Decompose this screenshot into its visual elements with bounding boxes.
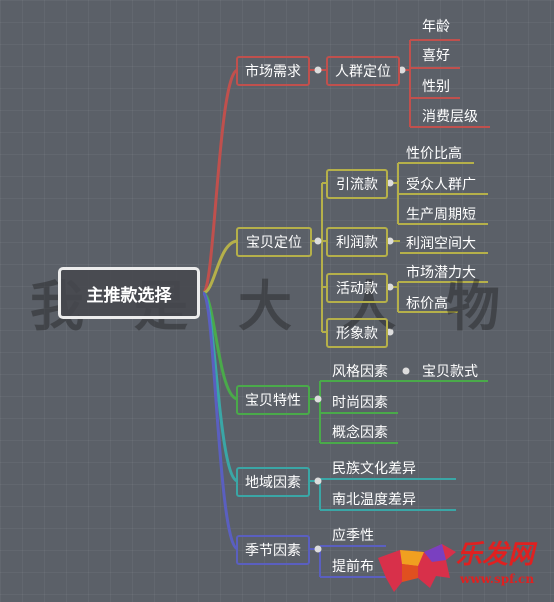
- leaf-fashion-factor[interactable]: 时尚因素: [332, 395, 388, 411]
- branch-market-demand[interactable]: 市场需求: [236, 56, 310, 86]
- leaf-market-potential[interactable]: 市场潜力大: [406, 265, 476, 281]
- leaf-gender[interactable]: 性别: [422, 79, 450, 95]
- leaf-large-profit[interactable]: 利润空间大: [406, 236, 476, 252]
- leaf-cost-effective[interactable]: 性价比高: [406, 146, 462, 162]
- leaf-wide-audience[interactable]: 受众人群广: [406, 177, 476, 193]
- leaf-preference[interactable]: 喜好: [422, 48, 450, 64]
- node-profit-item[interactable]: 利润款: [326, 227, 388, 257]
- root-label: 主推款选择: [86, 285, 172, 306]
- leaf-product-style[interactable]: 宝贝款式: [422, 364, 478, 380]
- branch-regional-factors[interactable]: 地域因素: [236, 467, 310, 497]
- site-logo: 乐发网 www.spf.cn: [372, 530, 552, 600]
- node-label: 活动款: [336, 281, 378, 297]
- branch-label: 宝贝特性: [245, 393, 301, 409]
- leaf-style-factor[interactable]: 风格因素: [332, 364, 388, 380]
- leaf-advance-layout[interactable]: 提前布: [332, 559, 374, 575]
- branch-label: 市场需求: [245, 64, 301, 80]
- bull-logo-icon: [378, 544, 456, 592]
- node-label: 利润款: [336, 235, 378, 251]
- logo-url: www.spf.cn: [460, 572, 535, 586]
- node-image-item[interactable]: 形象款: [326, 318, 388, 348]
- leaf-high-price[interactable]: 标价高: [406, 296, 448, 312]
- node-label: 形象款: [336, 326, 378, 342]
- leaf-ethnic-culture[interactable]: 民族文化差异: [332, 461, 416, 477]
- leaf-concept-factor[interactable]: 概念因素: [332, 425, 388, 441]
- leaf-short-production[interactable]: 生产周期短: [406, 207, 476, 223]
- leaf-consumption-level[interactable]: 消费层级: [422, 109, 478, 125]
- node-promo-item[interactable]: 活动款: [326, 273, 388, 303]
- branch-product-traits[interactable]: 宝贝特性: [236, 385, 310, 415]
- root-node[interactable]: 主推款选择: [58, 267, 200, 319]
- node-crowd-positioning[interactable]: 人群定位: [326, 56, 400, 86]
- node-traffic-item[interactable]: 引流款: [326, 169, 388, 199]
- branch-label: 宝贝定位: [246, 235, 302, 251]
- node-label: 人群定位: [335, 64, 391, 80]
- node-label: 引流款: [336, 177, 378, 193]
- logo-brand: 乐发网: [456, 540, 535, 570]
- branch-product-positioning[interactable]: 宝贝定位: [236, 227, 312, 257]
- leaf-seasonality[interactable]: 应季性: [332, 528, 374, 544]
- leaf-temperature-diff[interactable]: 南北温度差异: [332, 492, 416, 508]
- branch-seasonal-factors[interactable]: 季节因素: [236, 535, 310, 565]
- branch-label: 季节因素: [245, 543, 301, 559]
- branch-label: 地域因素: [245, 475, 301, 491]
- leaf-age[interactable]: 年龄: [422, 19, 450, 35]
